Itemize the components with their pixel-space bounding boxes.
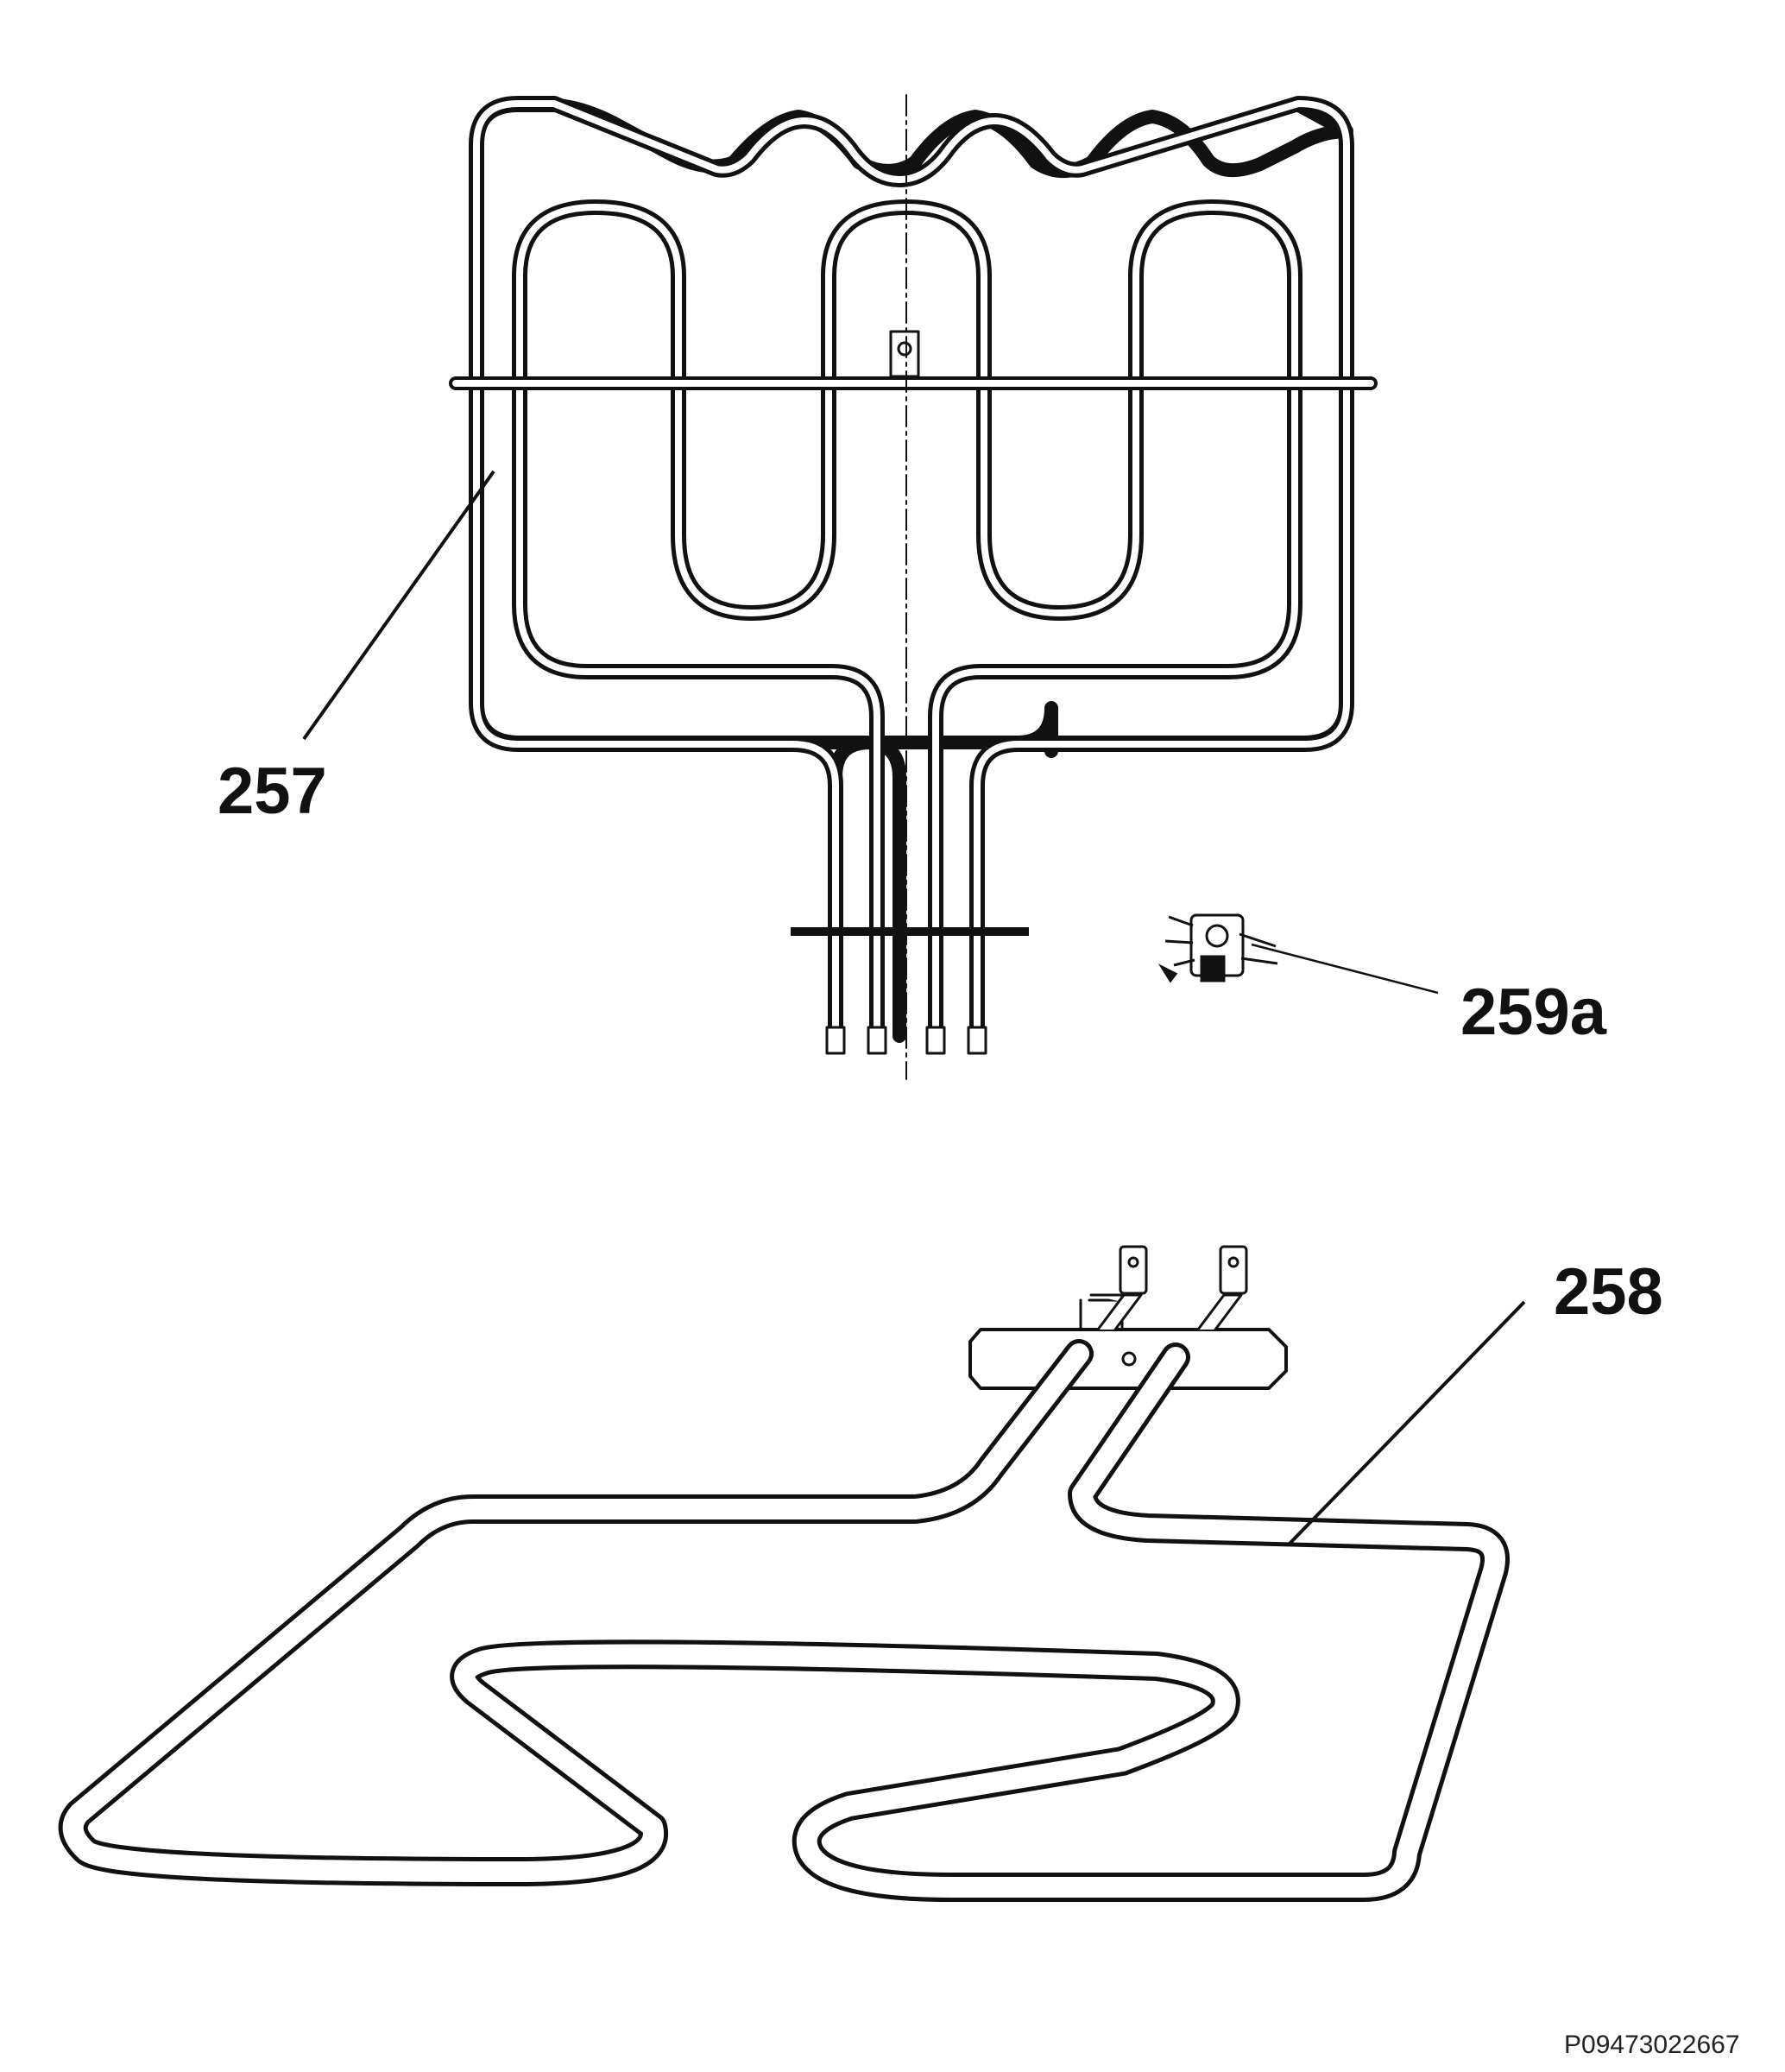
grill-mounting-plate xyxy=(791,927,1029,936)
bake-terminals xyxy=(1079,1245,1248,1331)
leader-line-259a xyxy=(1251,943,1439,995)
thermal-fuse-259a xyxy=(1157,913,1278,983)
bake-tube xyxy=(58,1339,1510,1902)
grill-center-clip xyxy=(889,330,920,378)
grill-support-bar xyxy=(449,376,1378,390)
leader-line-257 xyxy=(302,470,495,741)
grill-outer-loop xyxy=(470,98,1353,1043)
leader-line-258 xyxy=(1288,1300,1526,1545)
callout-257: 257 xyxy=(218,755,327,828)
grill-outer-tube xyxy=(469,96,1354,1052)
bake-element-258 xyxy=(58,1245,1510,1902)
bake-mounting-plate xyxy=(968,1328,1288,1390)
callout-259a: 259a xyxy=(1460,976,1607,1049)
grill-element-257 xyxy=(449,94,1378,1080)
grill-terminal-ends xyxy=(825,1026,987,1055)
drawing-code: P09473022667 xyxy=(1564,2031,1740,2059)
callout-258: 258 xyxy=(1554,1255,1663,1329)
